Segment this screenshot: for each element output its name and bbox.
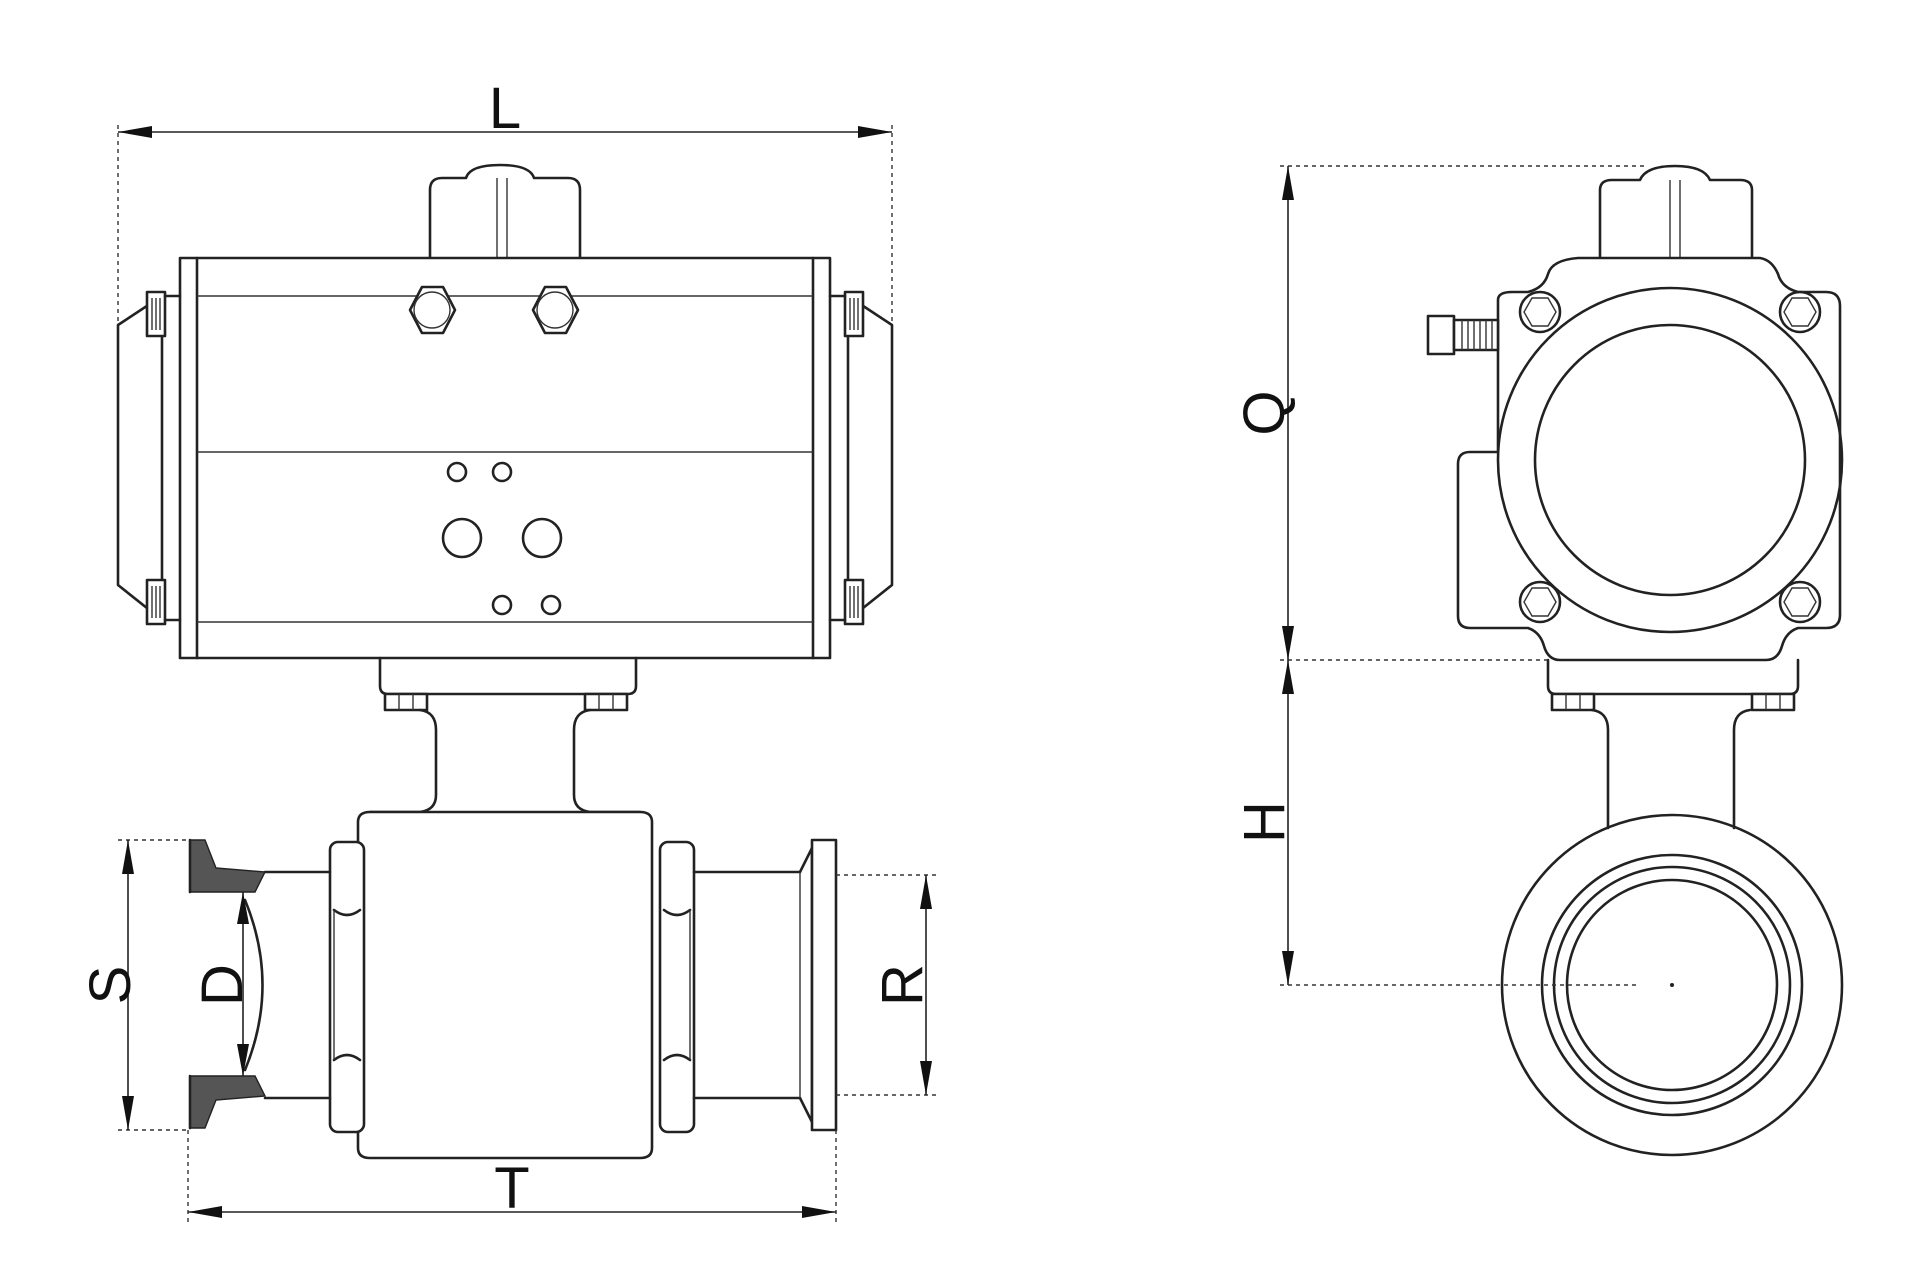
side-housing-bolt-top-right: [1778, 290, 1822, 334]
label-T: T: [494, 1156, 529, 1221]
front-actuator-body: [178, 256, 832, 660]
side-view: Q H: [1232, 164, 1844, 1157]
actuator-hex-bolt-left: [408, 285, 457, 335]
front-left-union-nut: [328, 840, 366, 1134]
dimension-S: S: [78, 839, 188, 1131]
dimension-Q: Q: [1232, 165, 1644, 661]
front-right-tri-clamp-end: [692, 838, 838, 1132]
dimension-H: H: [1232, 660, 1640, 986]
front-view: L T S D: [78, 76, 938, 1222]
dimension-T: T: [187, 1130, 837, 1222]
front-valve-body: [356, 810, 654, 1160]
front-mounting-bracket: [368, 656, 642, 814]
side-actuator-housing: [1456, 256, 1844, 662]
label-H: H: [1232, 801, 1297, 843]
front-left-tri-clamp-end: [188, 838, 332, 1130]
front-top-cap: [428, 163, 582, 260]
dimension-L: L: [117, 76, 893, 325]
dimension-R: R: [836, 874, 938, 1096]
actuator-hex-bolt-right: [531, 285, 580, 335]
actuator-air-ports: [441, 461, 563, 616]
side-housing-bolt-top-left: [1518, 290, 1562, 334]
side-top-cap: [1598, 164, 1754, 260]
dimension-D: D: [190, 892, 255, 1076]
label-R: R: [870, 964, 935, 1006]
label-L: L: [489, 76, 521, 141]
side-adjusting-screw: [1426, 314, 1500, 356]
label-S: S: [78, 966, 143, 1005]
label-D: D: [190, 964, 255, 1006]
side-housing-bolt-bottom-left: [1518, 580, 1562, 624]
front-left-end-cap: [116, 290, 182, 626]
label-Q: Q: [1232, 390, 1297, 435]
side-valve-body: [1500, 813, 1844, 1157]
front-right-end-cap: [828, 290, 894, 626]
side-mounting-bracket: [1546, 658, 1800, 830]
front-right-union-nut: [658, 840, 696, 1134]
side-housing-bolt-bottom-right: [1778, 580, 1822, 624]
